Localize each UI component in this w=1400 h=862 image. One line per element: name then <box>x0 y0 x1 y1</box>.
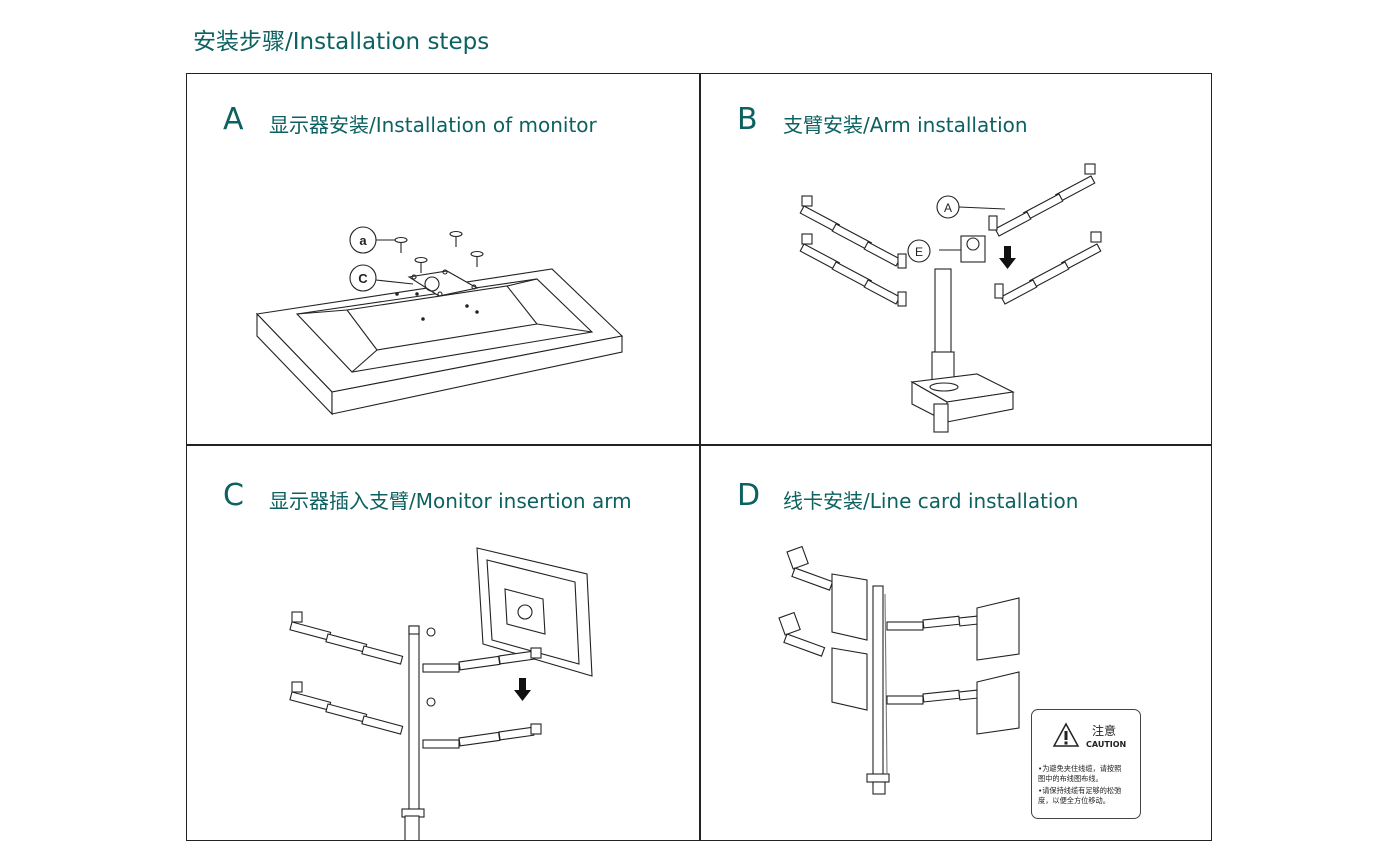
caution-subtitle: CAUTION <box>1086 740 1127 749</box>
callout-label: a <box>359 233 367 248</box>
steps-grid: A 显示器安装/Installation of monitor B 支臂安装/A… <box>186 73 1212 841</box>
step-letter: D <box>737 478 761 513</box>
callout-label: E <box>915 245 923 259</box>
illustration-arm-install: A E <box>799 163 1102 433</box>
caution-line: 图中的布线图布线。 <box>1038 774 1103 783</box>
grid-divider-horizontal <box>187 444 1211 446</box>
step-label: 显示器插入支臂/Monitor insertion arm <box>269 489 632 513</box>
callout-label: A <box>944 201 952 215</box>
illustration-monitor-install: a C <box>255 226 624 416</box>
grid-divider-vertical <box>699 74 701 840</box>
step-label: 支臂安装/Arm installation <box>783 113 1028 137</box>
caution-line: •为避免夹住线缆，请按照 <box>1038 764 1122 773</box>
caution-line: •请保持线缆有足够的松弛 <box>1038 786 1122 795</box>
caution-notice: 注意 CAUTION •为避免夹住线缆，请按照 图中的布线图布线。 •请保持线缆… <box>1031 709 1141 819</box>
step-letter: B <box>737 102 758 137</box>
step-label: 显示器安装/Installation of monitor <box>269 113 597 137</box>
step-label: 线卡安装/Line card installation <box>783 489 1079 513</box>
warning-triangle-icon <box>1052 722 1080 747</box>
callout-label: C <box>358 271 368 286</box>
illustration-line-card <box>778 545 1020 795</box>
step-letter: C <box>223 478 244 513</box>
step-letter: A <box>223 102 244 137</box>
caution-line: 度，以便全方位移动。 <box>1038 796 1110 805</box>
down-arrow-icon <box>999 246 1016 269</box>
page-title: 安装步骤/Installation steps <box>193 29 490 55</box>
caution-title: 注意 <box>1092 724 1117 738</box>
illustration-monitor-insertion <box>289 547 593 840</box>
down-arrow-icon <box>514 678 531 701</box>
